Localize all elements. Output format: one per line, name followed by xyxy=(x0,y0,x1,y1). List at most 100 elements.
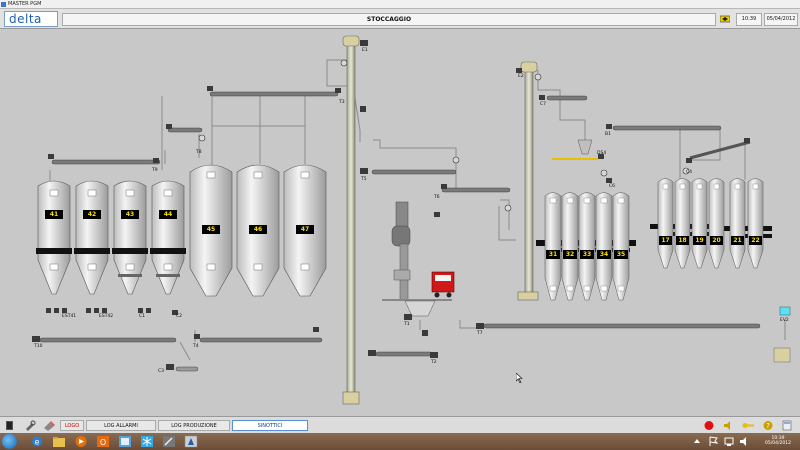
silo-46-display: 46 xyxy=(249,225,267,234)
folder-icon[interactable] xyxy=(52,435,66,448)
silo-32[interactable] xyxy=(561,192,579,301)
app-window-icon[interactable] xyxy=(118,435,132,448)
silo-42-display: 42 xyxy=(83,210,101,219)
tray-flag-icon[interactable] xyxy=(706,435,720,448)
ie-icon[interactable]: e xyxy=(30,435,44,448)
taskbar-clock[interactable]: 10:39 05/04/2012 xyxy=(760,436,796,446)
silo-41[interactable] xyxy=(36,180,72,295)
snowflake-app-icon[interactable] xyxy=(140,435,154,448)
log-produzione-button[interactable]: LOG PRODUZIONE xyxy=(158,420,230,431)
silo-group-41-44 xyxy=(36,180,186,295)
pipes xyxy=(49,44,786,361)
silo-43[interactable] xyxy=(112,180,148,295)
stop-icon[interactable] xyxy=(703,420,715,431)
header-time: 10:39 xyxy=(736,13,762,26)
tools-icon[interactable] xyxy=(24,420,36,431)
app-icon xyxy=(1,2,6,7)
outlook-icon[interactable]: O xyxy=(96,435,110,448)
log-allarmi-button[interactable]: LOG ALLARMI xyxy=(86,420,156,431)
silo-21[interactable] xyxy=(729,178,746,269)
delta-app-icon[interactable] xyxy=(184,435,198,448)
tray-volume-icon[interactable] xyxy=(738,435,752,448)
label-c1: C1 xyxy=(139,314,146,319)
truck-intake[interactable] xyxy=(382,271,455,317)
silo-group-31-35 xyxy=(536,192,636,301)
label-t5: T5 xyxy=(361,177,367,182)
window-title: MASTER PGM xyxy=(8,1,42,7)
label-est41: EST41 xyxy=(62,314,77,319)
motors[interactable] xyxy=(32,40,750,370)
label-b1: B1 xyxy=(605,132,611,137)
silo-31[interactable] xyxy=(544,192,562,301)
key-icon[interactable] xyxy=(742,420,754,431)
tray-arrow-icon[interactable] xyxy=(690,435,704,448)
screw-c1[interactable] xyxy=(118,274,142,277)
silo-41-display: 41 xyxy=(45,210,63,219)
question-icon[interactable]: ? xyxy=(762,420,774,431)
label-ev2: EV2 xyxy=(780,318,789,323)
silo-18[interactable] xyxy=(674,178,691,269)
label-c4: C4 xyxy=(686,170,693,175)
page-title: STOCCAGGIO xyxy=(62,13,716,26)
svg-text:O: O xyxy=(100,438,106,447)
label-t8: T8 xyxy=(196,150,202,155)
start-button[interactable] xyxy=(2,434,17,449)
silo-47-display: 47 xyxy=(296,225,314,234)
exit-door-icon[interactable] xyxy=(4,420,16,431)
dust-filter[interactable] xyxy=(391,201,411,301)
silo-35-display: 35 xyxy=(614,250,628,259)
calculator-icon[interactable] xyxy=(781,420,793,431)
hopper-b4[interactable] xyxy=(577,139,593,155)
belt-diagonal[interactable] xyxy=(689,140,751,160)
header-bar: delta STOCCAGGIO 10:39 05/04/2012 xyxy=(0,9,800,29)
label-t3: T3 xyxy=(339,100,345,105)
tools-app-icon[interactable] xyxy=(162,435,176,448)
silo-20-display: 20 xyxy=(710,236,723,245)
elevator-e2[interactable] xyxy=(517,61,539,301)
eraser-icon[interactable] xyxy=(43,420,55,431)
silo-19[interactable] xyxy=(691,178,708,269)
label-ds4: DS4 xyxy=(597,151,607,156)
silo-22-display: 22 xyxy=(749,236,762,245)
silo-44-display: 44 xyxy=(159,210,177,219)
silo-34[interactable] xyxy=(595,192,613,301)
silo-42[interactable] xyxy=(74,180,110,295)
delta-logo: delta xyxy=(4,11,58,27)
silo-17-display: 17 xyxy=(659,236,672,245)
plant-diagram xyxy=(32,35,791,405)
silo-22[interactable] xyxy=(747,178,764,269)
silo-43-display: 43 xyxy=(121,210,139,219)
label-t6: T6 xyxy=(434,195,440,200)
screw-c2[interactable] xyxy=(156,274,180,277)
label-t4: T4 xyxy=(193,344,199,349)
svg-text:e: e xyxy=(35,438,40,447)
logo-button[interactable]: LOGO xyxy=(60,420,84,431)
media-player-icon[interactable] xyxy=(74,435,88,448)
silo-33[interactable] xyxy=(578,192,596,301)
outlet-ev2[interactable] xyxy=(773,306,791,363)
silo-17[interactable] xyxy=(657,178,674,269)
taskbar-date: 05/04/2012 xyxy=(765,441,791,446)
belt-conveyors[interactable] xyxy=(39,91,761,372)
silo-35[interactable] xyxy=(612,192,630,301)
valves[interactable] xyxy=(198,59,690,212)
label-t2: T2 xyxy=(431,360,437,365)
os-taskbar: e O xyxy=(0,433,800,450)
window-title-bar: MASTER PGM xyxy=(0,0,800,9)
speaker-icon[interactable] xyxy=(723,420,735,431)
label-c2: C2 xyxy=(176,314,183,319)
silo-44[interactable] xyxy=(150,180,186,295)
silo-31-display: 31 xyxy=(546,250,560,259)
label-c3: C3 xyxy=(158,369,165,374)
silo-20[interactable] xyxy=(708,178,725,269)
silo-34-display: 34 xyxy=(597,250,611,259)
bottom-toolbar: LOGO LOG ALLARMI LOG PRODUZIONE SINOTTIC… xyxy=(0,416,800,433)
sinottici-button[interactable]: SINOTTICI xyxy=(232,420,308,431)
header-date: 05/04/2012 xyxy=(764,13,798,26)
silo-21-display: 21 xyxy=(731,236,744,245)
elevator-e1[interactable] xyxy=(342,35,360,405)
silo-group-17-22 xyxy=(650,178,772,269)
alarm-ack-icon[interactable] xyxy=(720,15,730,23)
tray-network-icon[interactable] xyxy=(722,435,736,448)
